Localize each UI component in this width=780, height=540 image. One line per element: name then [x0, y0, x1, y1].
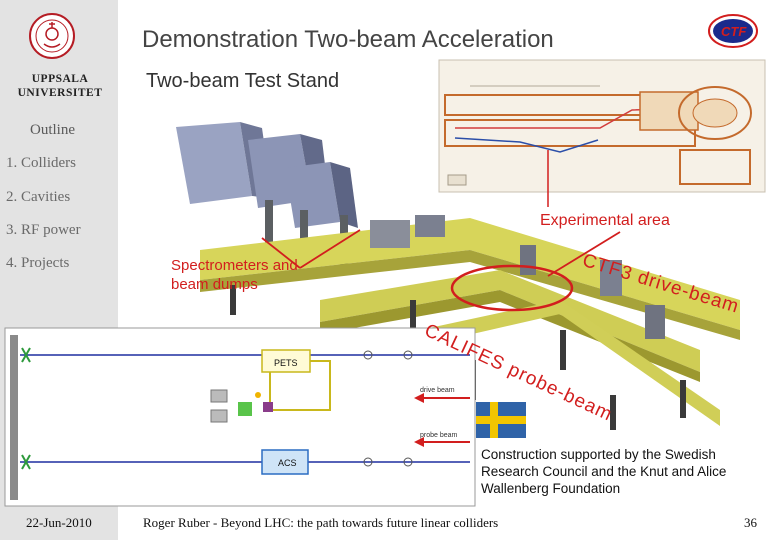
experimental-area-label: Experimental area — [540, 212, 670, 229]
machine-render — [176, 122, 740, 430]
spectrometers-label: Spectrometers and beam dumps — [171, 257, 298, 293]
schematic-pets-label: PETS — [274, 358, 298, 368]
page-number: 36 — [744, 515, 757, 530]
floor-plan — [438, 59, 766, 207]
outline-item-colliders[interactable]: 1. Colliders — [6, 155, 76, 171]
schematic-drive-beam-label: drive beam — [420, 387, 455, 394]
schematic-acs-label: ACS — [278, 458, 297, 468]
footer-text: Roger Ruber - Beyond LHC: the path towar… — [143, 515, 499, 530]
slide-subtitle: Two-beam Test Stand — [146, 70, 340, 92]
university-seal-icon — [29, 13, 75, 59]
experimental-area-ellipse — [450, 264, 574, 312]
svg-text:CTF: CTF — [721, 24, 747, 39]
schematic-probe-beam-label: probe beam — [420, 432, 458, 439]
slide-title: Demonstration Two-beam Acceleration — [142, 26, 554, 53]
ctf-logo-icon: CTF — [708, 14, 758, 48]
university-logo-text: UPPSALA UNIVERSITET — [17, 73, 103, 99]
outline-item-projects[interactable]: 4. Projects — [6, 255, 70, 271]
outline-title: Outline — [30, 122, 75, 138]
support-note: Construction supported by the Swedish Re… — [481, 447, 727, 496]
footer-date: 22-Jun-2010 — [26, 515, 92, 530]
outline-item-cavities[interactable]: 2. Cavities — [6, 189, 71, 205]
swedish-flag-icon — [476, 402, 526, 438]
beamline-schematic: PETS ACS drive beam probe beam — [4, 327, 476, 507]
outline-item-rf-power[interactable]: 3. RF power — [6, 222, 81, 238]
